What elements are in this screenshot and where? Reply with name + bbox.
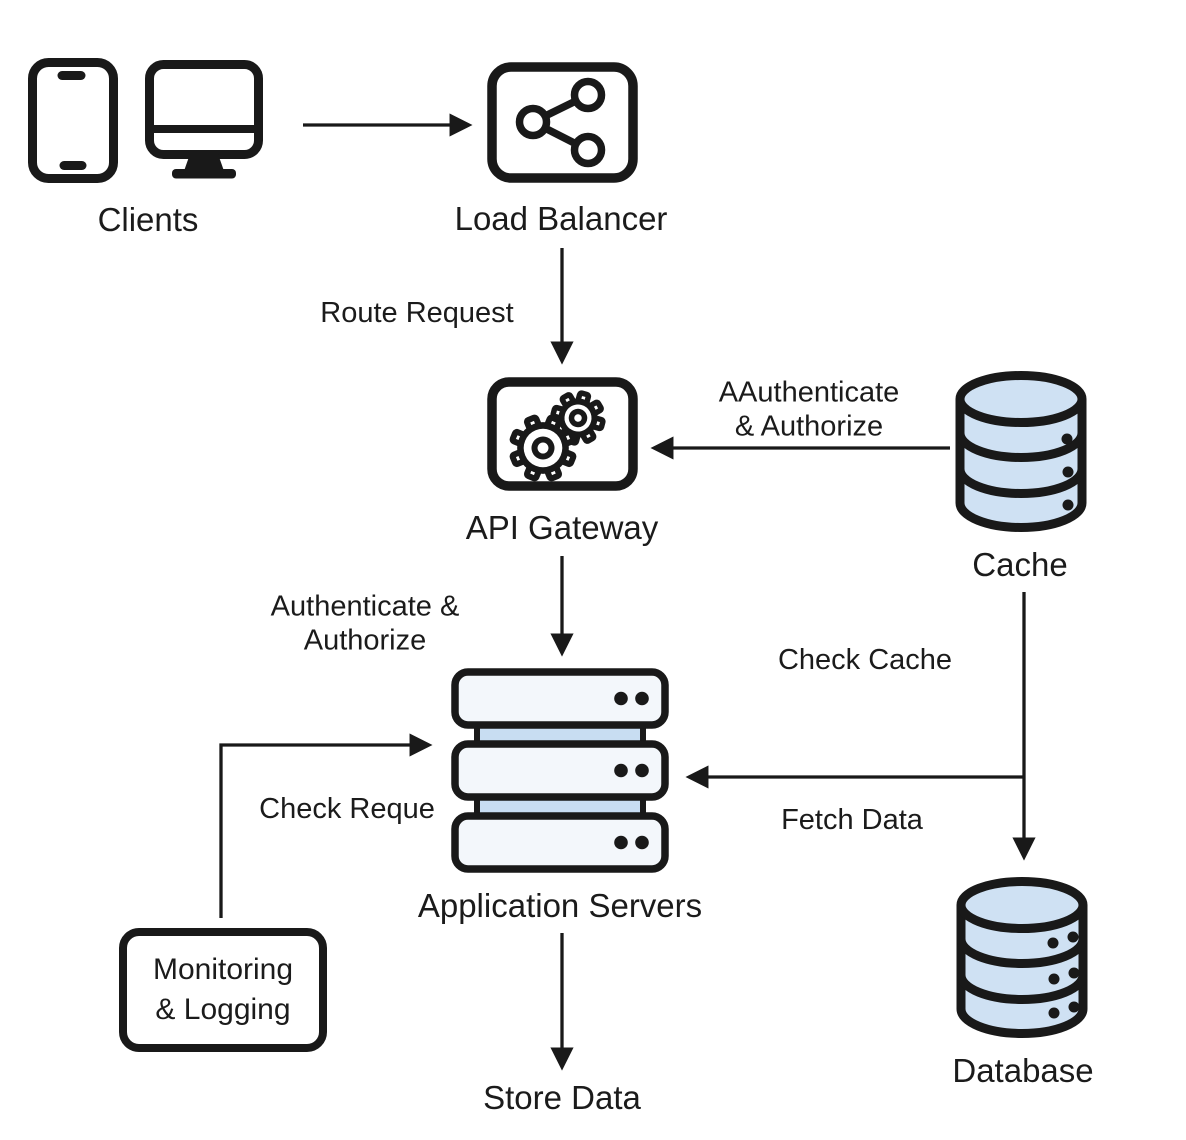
load-balancer-label: Load Balancer xyxy=(454,199,668,237)
application-servers-label: Application Servers xyxy=(417,886,703,924)
database-cylinder-icon xyxy=(956,877,1088,1038)
database-node xyxy=(956,877,1088,1038)
api-gateway-label: API Gateway xyxy=(465,508,659,546)
gears-icon xyxy=(509,390,606,482)
cache-node xyxy=(955,371,1087,532)
desktop-monitor-icon xyxy=(145,60,263,179)
database-cylinder-icon xyxy=(955,371,1087,532)
monitoring-logging-label: Monitoring & Logging xyxy=(152,953,294,1026)
monitoring-logging-node: Monitoring & Logging xyxy=(119,928,327,1052)
route-request-label: Route Request xyxy=(320,297,514,330)
clients-label: Clients xyxy=(97,200,199,238)
authenticate-authorize-cache-label: AAuthenticate & Authorize xyxy=(718,376,900,442)
load-balancer-node xyxy=(487,62,638,183)
cache-label: Cache xyxy=(972,545,1068,583)
edge-monitoring-to-app-servers xyxy=(219,733,433,918)
server-stack-icon xyxy=(451,668,669,873)
fetch-data-label: Fetch Data xyxy=(781,804,923,837)
check-cache-label: Check Cache xyxy=(777,644,953,677)
authenticate-authorize-app-label: Authenticate & Authorize xyxy=(270,590,460,656)
api-gateway-node xyxy=(487,377,638,491)
share-network-icon xyxy=(515,77,606,168)
database-label: Database xyxy=(952,1051,1094,1089)
smartphone-icon xyxy=(28,58,118,183)
store-data-label: Store Data xyxy=(483,1078,641,1116)
check-request-label: Check Reque xyxy=(259,793,435,826)
